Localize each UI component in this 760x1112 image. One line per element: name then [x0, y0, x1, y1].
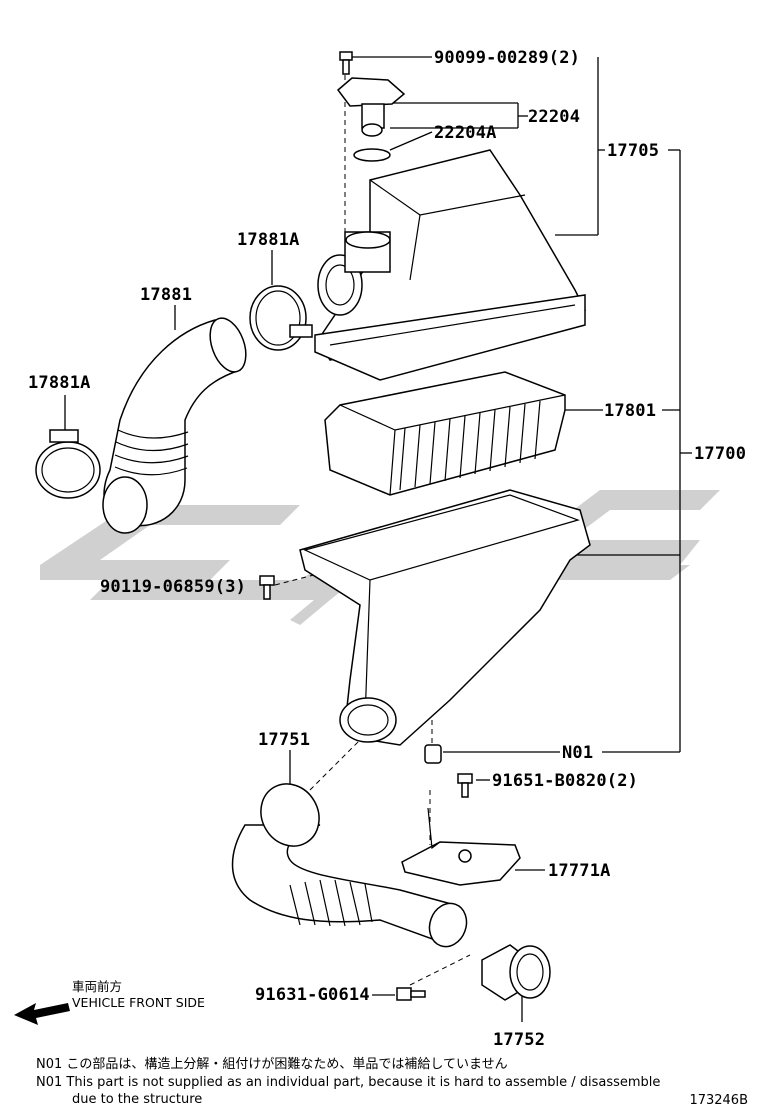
note-en-line1: N01 This part is not supplied as an indi…: [36, 1075, 661, 1090]
bracket-17771a: [401, 807, 521, 886]
bolt-90119: [259, 575, 275, 600]
grommet-n01: [424, 744, 442, 764]
air-cleaner-case: [299, 489, 591, 746]
screw-90099: [339, 51, 353, 75]
label-91651: 91651-B0820(2): [492, 771, 638, 791]
label-91631: 91631-G0614: [255, 985, 370, 1005]
leader-lines: [64, 56, 692, 1022]
air-cleaner-cap-17705: [314, 149, 587, 381]
label-17881: 17881: [140, 285, 192, 305]
label-17881a-left: 17881A: [28, 373, 91, 393]
label-17705: 17705: [607, 141, 659, 161]
sensor-22204: [336, 77, 406, 137]
label-17771a: 17771A: [548, 861, 611, 881]
label-90099: 90099-00289(2): [434, 48, 580, 68]
inlet-hose-17881: [102, 317, 247, 534]
label-17801: 17801: [604, 401, 656, 421]
inlet-duct-17751: [231, 783, 468, 948]
front-label-en: VEHICLE FRONT SIDE: [72, 995, 205, 1010]
label-22204a: 22204A: [434, 123, 497, 143]
label-17751: 17751: [258, 730, 310, 750]
front-arrow-icon: [14, 1003, 70, 1025]
duct-17752: [481, 944, 551, 1001]
label-90119: 90119-06859(3): [100, 577, 246, 597]
bolt-91651: [457, 773, 473, 798]
label-n01: N01: [562, 743, 593, 763]
filter-element-17801: [324, 371, 566, 496]
note-en-line2: due to the structure: [72, 1092, 203, 1107]
label-17752: 17752: [493, 1030, 545, 1050]
hose-clamp-17881a-top: [249, 285, 313, 351]
diagram-reference: 173246B: [689, 1093, 748, 1108]
note-jp: N01 この部品は、構造上分解・組付けが困難なため、単品では補給していません: [36, 1057, 508, 1072]
bolt-91631: [396, 987, 426, 1001]
front-label-jp: 車両前方: [72, 979, 123, 994]
label-17700: 17700: [694, 444, 746, 464]
label-22204: 22204: [528, 107, 580, 127]
label-17881a-top: 17881A: [237, 230, 300, 250]
hose-clamp-17881a-left: [35, 429, 101, 499]
o-ring-22204a: [353, 148, 391, 162]
